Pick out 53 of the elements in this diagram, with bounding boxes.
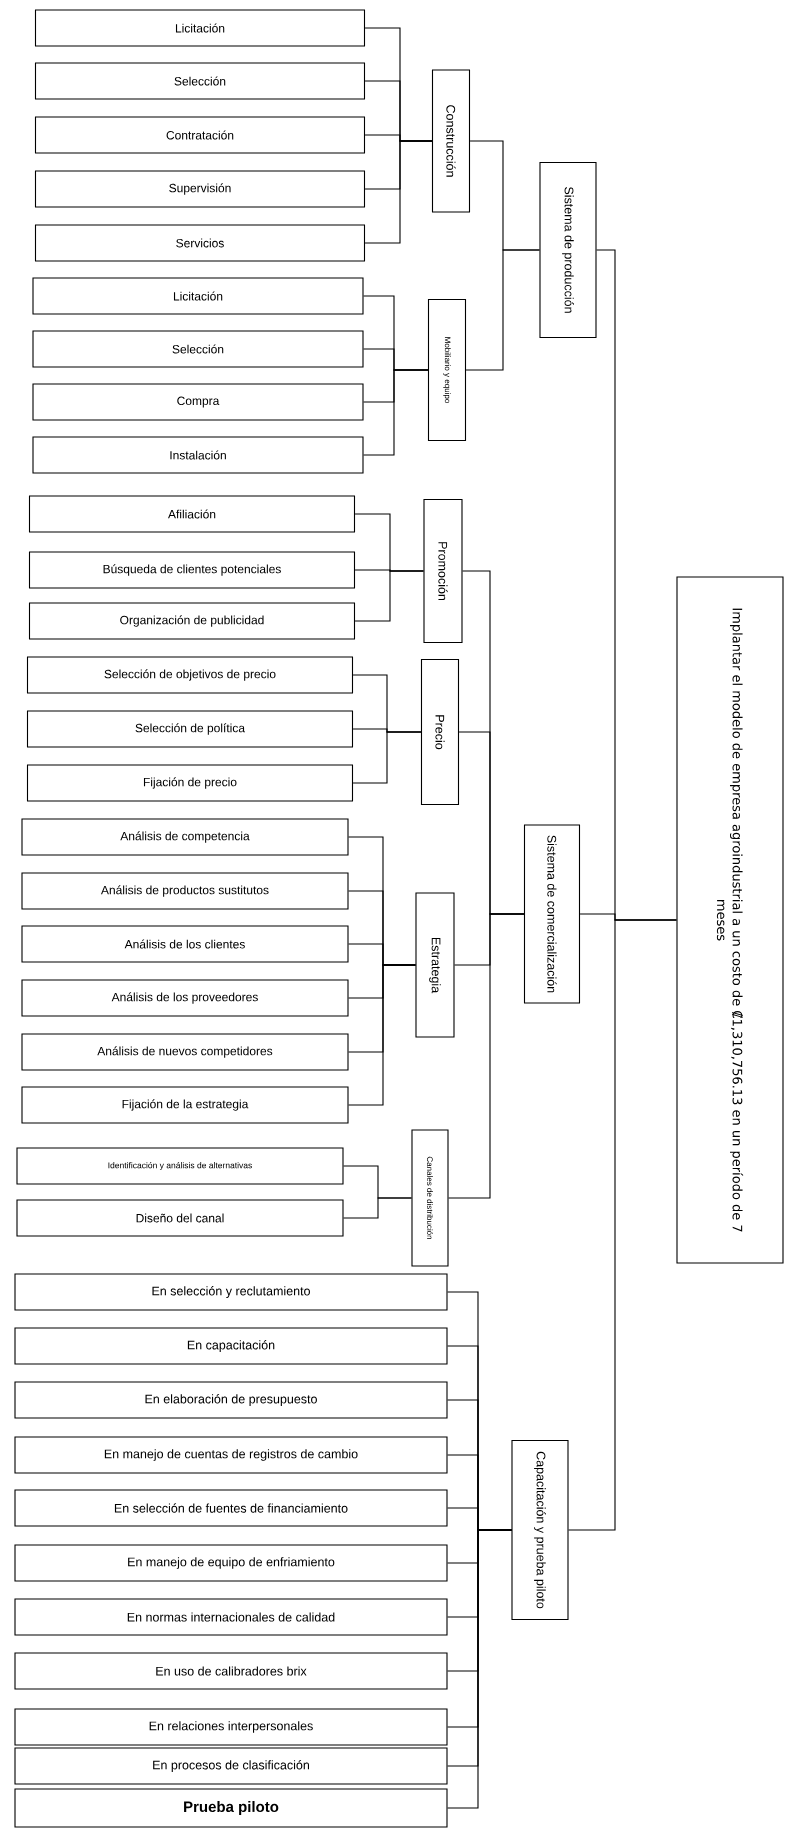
activity-box: Análisis de competencia bbox=[21, 818, 349, 856]
activity-box: Análisis de productos sustitutos bbox=[21, 872, 349, 910]
category-box: Precio bbox=[420, 658, 460, 806]
activity-box: En elaboración de presupuesto bbox=[14, 1381, 448, 1419]
connector-line bbox=[465, 249, 540, 371]
activity-box: Contratación bbox=[34, 116, 366, 154]
activity-box: Fijación de precio bbox=[26, 764, 354, 802]
activity-box: En uso de calibradores brix bbox=[14, 1652, 448, 1690]
activity-box: Análisis de los proveedores bbox=[21, 979, 349, 1017]
activity-box: Afiliación bbox=[28, 495, 356, 533]
activity-box: Búsqueda de clientes potenciales bbox=[28, 551, 356, 589]
activity-box: Análisis de nuevos competidores bbox=[21, 1033, 349, 1071]
activity-box: Diseño del canal bbox=[16, 1199, 344, 1237]
activity-box: En manejo de equipo de enfriamiento bbox=[14, 1544, 448, 1582]
connector-line bbox=[363, 369, 429, 456]
connector-line bbox=[348, 964, 416, 1106]
category-box: Promoción bbox=[423, 498, 463, 644]
connector-line bbox=[352, 731, 422, 784]
activity-box: En selección y reclutamiento bbox=[14, 1273, 448, 1311]
activity-box: Instalación bbox=[32, 436, 364, 474]
connector-line bbox=[568, 919, 677, 1531]
activity-box: Licitación bbox=[32, 277, 364, 315]
activity-box: Selección bbox=[32, 330, 364, 368]
system-box: Capacitación y prueba piloto bbox=[511, 1439, 569, 1621]
category-box: Estrategia bbox=[415, 892, 455, 1038]
activity-box: Selección de objetivos de precio bbox=[26, 656, 354, 694]
activity-box: Identificación y análisis de alternativas bbox=[16, 1147, 344, 1185]
activity-box: En capacitación bbox=[14, 1327, 448, 1365]
activity-box: Servicios bbox=[34, 224, 366, 262]
activity-box: En relaciones interpersonales bbox=[14, 1708, 448, 1746]
activity-box: Supervisión bbox=[34, 170, 366, 208]
category-box: Construcción bbox=[431, 69, 471, 213]
activity-box: En procesos de clasificación bbox=[14, 1747, 448, 1785]
activity-box: Prueba piloto bbox=[14, 1788, 448, 1828]
system-box: Sistema de producción bbox=[539, 161, 597, 339]
activity-box: Selección bbox=[34, 62, 366, 100]
activity-box: En manejo de cuentas de registros de cambio bbox=[14, 1436, 448, 1474]
category-box: Mobiliario y equipo bbox=[427, 298, 467, 442]
system-box: Sistema de comercialización bbox=[523, 824, 581, 1004]
activity-box: Selección de política bbox=[26, 710, 354, 748]
connector-line bbox=[364, 140, 433, 244]
activity-box: Análisis de los clientes bbox=[21, 925, 349, 963]
activity-box: En normas internacionales de calidad bbox=[14, 1598, 448, 1636]
activity-box: Organización de publicidad bbox=[28, 602, 356, 640]
connector-line bbox=[343, 1197, 412, 1219]
activity-box: Fijación de la estrategia bbox=[21, 1086, 349, 1124]
activity-box: En selección de fuentes de financiamiento bbox=[14, 1489, 448, 1527]
activity-box: Licitación bbox=[34, 9, 366, 47]
connector-line bbox=[354, 570, 424, 622]
goal-box: Implantar el modelo de empresa agroindustrial a un costo de ₡1,310,756.13 en un período de 7 meses bbox=[676, 576, 784, 1264]
category-box: Canales de distribución bbox=[411, 1129, 449, 1267]
activity-box: Compra bbox=[32, 383, 364, 421]
connector-line bbox=[448, 913, 525, 1199]
